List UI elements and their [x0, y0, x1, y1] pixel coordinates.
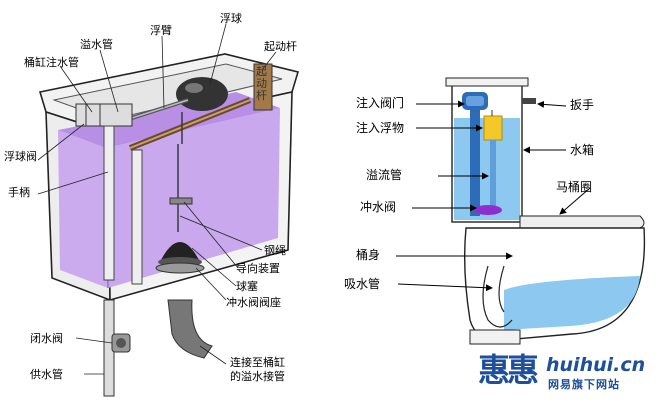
left-tank-illustration [37, 23, 300, 397]
label-overflow-pipe-left: 溢水管 [80, 38, 113, 51]
label-connect-line2: 的溢水接管 [230, 370, 285, 383]
label-bowl-body: 桶身 [356, 248, 381, 262]
label-supply-pipe: 供水管 [30, 368, 63, 381]
label-float-valve: 浮球阀 [4, 150, 37, 163]
label-handle-right: 扳手 [570, 98, 595, 112]
right-toilet-illustration [396, 77, 646, 345]
label-fill-pipe: 桶缸注水管 [24, 56, 79, 69]
label-shutoff-valve: 闭水阀 [30, 332, 63, 345]
label-fill-valve: 注入阀门 [356, 96, 405, 110]
label-trip-lever: 起动杆 [264, 40, 297, 53]
watermark-site: huihui.cn [546, 354, 646, 376]
label-overflow-pipe-right: 溢流管 [366, 168, 403, 182]
label-guide: 导向装置 [236, 262, 280, 275]
label-float-ball: 浮球 [220, 12, 242, 25]
label-flush-valve: 冲水阀 [360, 200, 397, 214]
label-trip-lever-stamp: 起动杆 [256, 65, 267, 102]
label-handle: 手柄 [8, 186, 30, 199]
label-tank: 水箱 [570, 143, 595, 157]
watermark-tagline: 网易旗下网站 [548, 378, 620, 391]
label-seat-ring: 马桶圈 [556, 180, 593, 194]
label-connect-line1: 连接至桶缸 [230, 356, 285, 369]
label-float-arm: 浮臂 [150, 24, 172, 37]
label-fill-float: 注入浮物 [356, 121, 405, 135]
label-ball-plug: 球塞 [236, 280, 258, 293]
label-suction-pipe: 吸水管 [344, 277, 381, 291]
watermark-logo-mark: 惠惠 [478, 351, 539, 389]
label-wire: 钢绳 [264, 244, 286, 257]
label-flush-valve-seat: 冲水阀阀座 [226, 296, 281, 309]
